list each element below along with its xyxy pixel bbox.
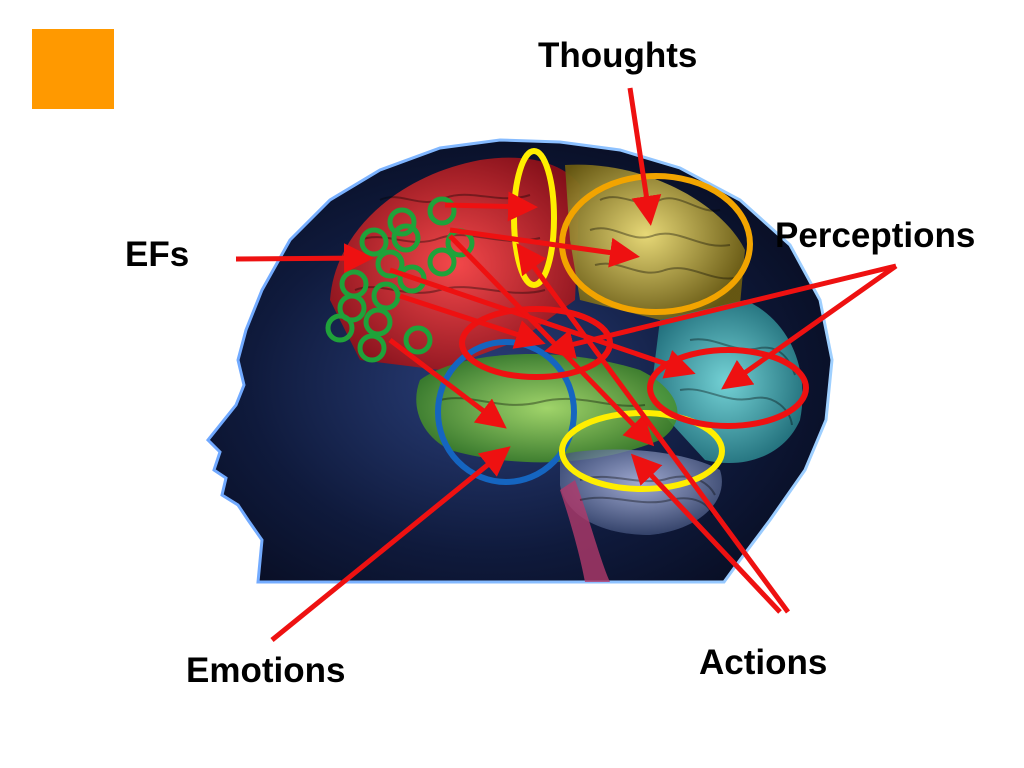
- efs-circle: [391, 223, 421, 253]
- arrow-perceptions-lower: [721, 263, 898, 390]
- efs-circle: [371, 281, 401, 311]
- efs-circle: [427, 196, 457, 226]
- arrow-actions-lower: [630, 453, 782, 614]
- thoughts-highlight: [559, 173, 753, 315]
- efs-circle: [363, 307, 393, 337]
- temporal-lobe: [416, 353, 678, 463]
- arrow-perceptions-upper: [544, 263, 897, 359]
- arrow-thoughts: [627, 87, 662, 226]
- arrow-efs-emotions: [388, 338, 507, 429]
- efs-circle: [387, 207, 417, 237]
- perceptions-highlight-lower: [647, 347, 809, 429]
- arrow-efs: [235, 243, 374, 274]
- label-actions: Actions: [699, 643, 828, 682]
- brain-stem: [560, 480, 610, 582]
- arrow-efs-thoughts: [449, 227, 640, 268]
- efs-circle: [357, 333, 387, 363]
- arrow-actions-upper: [516, 243, 791, 614]
- accent-square: [32, 29, 114, 109]
- label-thoughts: Thoughts: [538, 36, 698, 75]
- arrow-efs-frontal: [444, 191, 538, 222]
- efs-circle: [359, 227, 389, 257]
- efs-circle: [339, 269, 369, 299]
- efs-circle-cluster: [325, 196, 475, 363]
- efs-circle: [403, 325, 433, 355]
- efs-circle: [375, 249, 405, 279]
- arrow-emotions: [270, 446, 511, 642]
- parietal-lobe: [565, 164, 745, 320]
- label-emotions: Emotions: [186, 651, 346, 690]
- arrows: [235, 87, 898, 642]
- efs-circle: [325, 313, 355, 343]
- efs-circle: [427, 247, 457, 277]
- label-efs: EFs: [125, 235, 190, 274]
- arrow-efs-perception-upper: [399, 293, 546, 349]
- label-perceptions: Perceptions: [775, 216, 976, 255]
- arrow-efs-perception-lower: [389, 267, 696, 379]
- emotions-highlight: [435, 339, 577, 485]
